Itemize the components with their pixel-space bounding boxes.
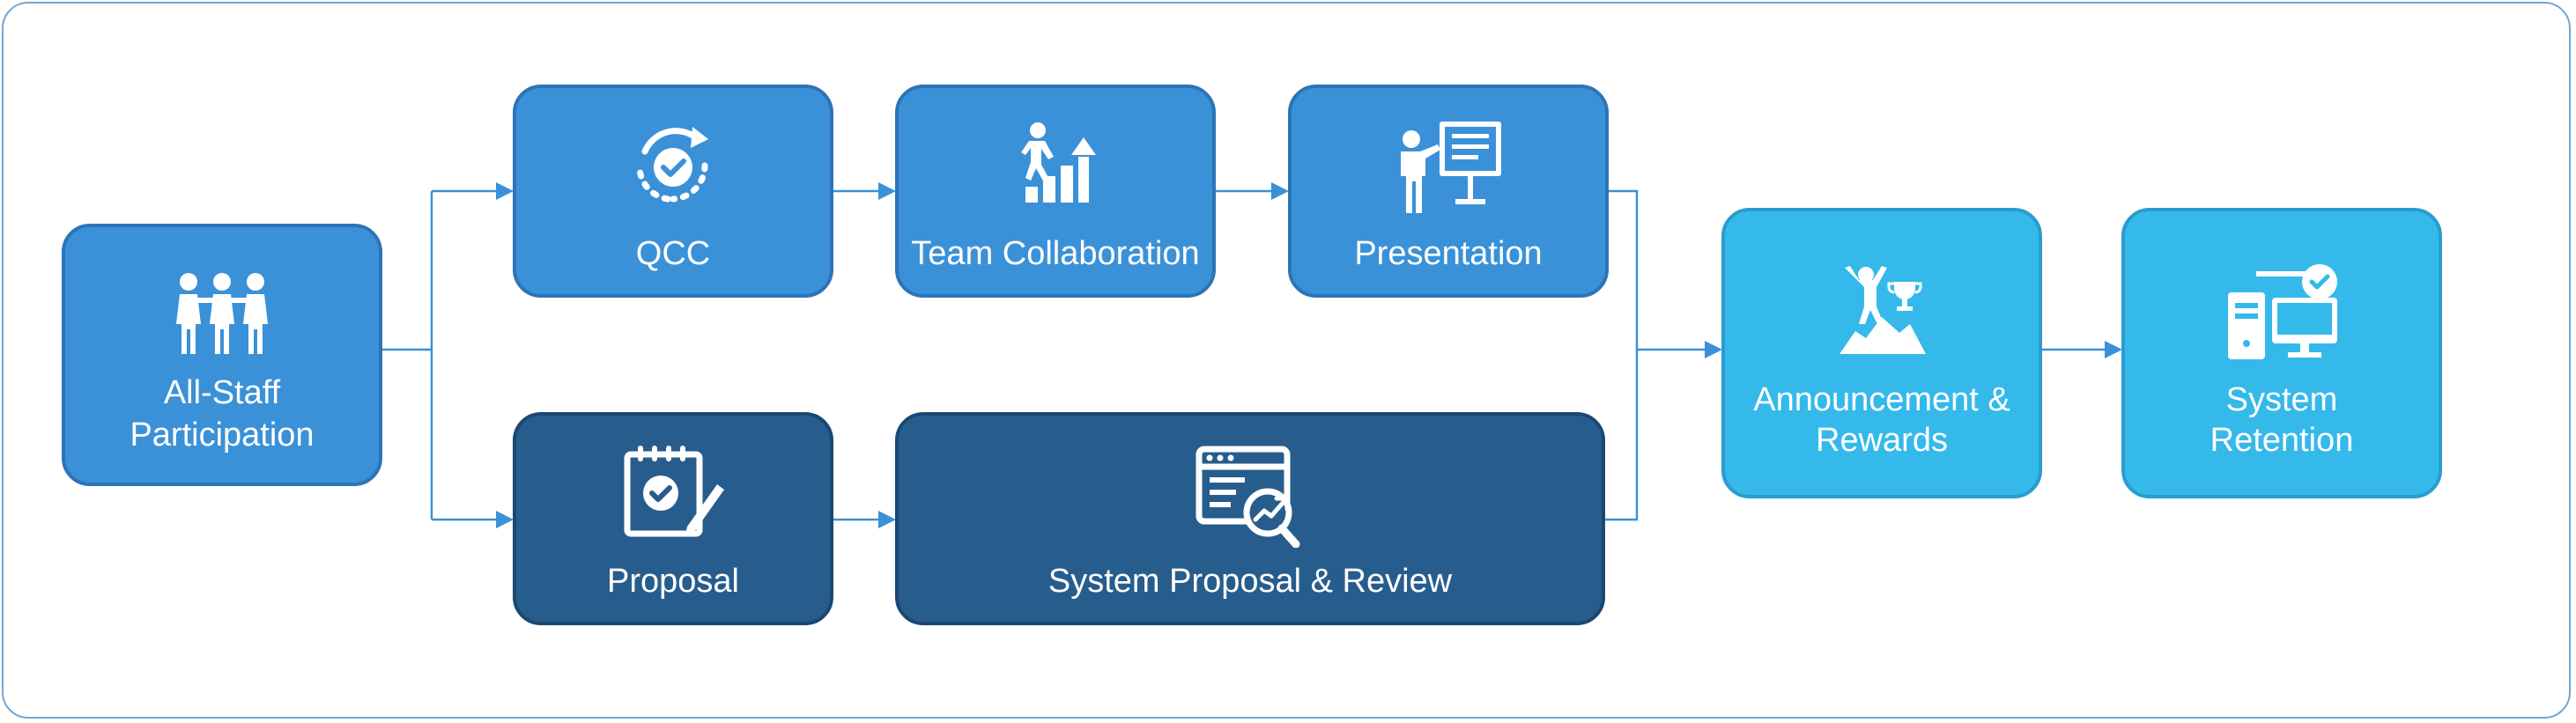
window-chart-magnifier-icon	[1195, 446, 1300, 548]
presenter-board-icon	[1401, 122, 1501, 213]
node-all-staff-participation: All-Staff Participation	[62, 224, 382, 486]
notepad-check-pencil-icon	[624, 446, 724, 537]
node-label-line2: Participation	[130, 417, 315, 454]
cycle-check-icon	[636, 127, 708, 203]
node-system-retention: System Retention	[2121, 208, 2442, 498]
node-system-proposal-review: System Proposal & Review	[895, 412, 1605, 625]
group-people-icon	[176, 273, 268, 354]
node-proposal: Proposal	[513, 412, 833, 625]
node-label-line1: System	[2225, 381, 2338, 418]
connector-merge	[1605, 189, 1639, 521]
node-label-line1: All-Staff	[163, 374, 281, 411]
node-team-collaboration: Team Collaboration	[895, 85, 1216, 298]
node-label: QCC	[635, 235, 711, 272]
node-announcement-rewards: Announcement & Rewards	[1721, 208, 2042, 498]
node-label-line2: Rewards	[1816, 422, 1948, 459]
climbing-bars-icon	[1021, 122, 1096, 203]
node-presentation: Presentation	[1288, 85, 1609, 298]
node-label-line2: Retention	[2210, 422, 2354, 459]
node-label: Team Collaboration	[911, 235, 1200, 272]
node-label: System Proposal & Review	[1047, 563, 1453, 600]
connector-split	[381, 191, 433, 520]
node-label: Presentation	[1354, 235, 1543, 272]
node-label-line1: Announcement &	[1753, 381, 2010, 418]
summit-trophy-icon	[1839, 266, 1926, 354]
node-label: Proposal	[607, 563, 739, 600]
node-qcc: QCC	[513, 85, 833, 298]
computer-check-icon	[2228, 264, 2337, 359]
